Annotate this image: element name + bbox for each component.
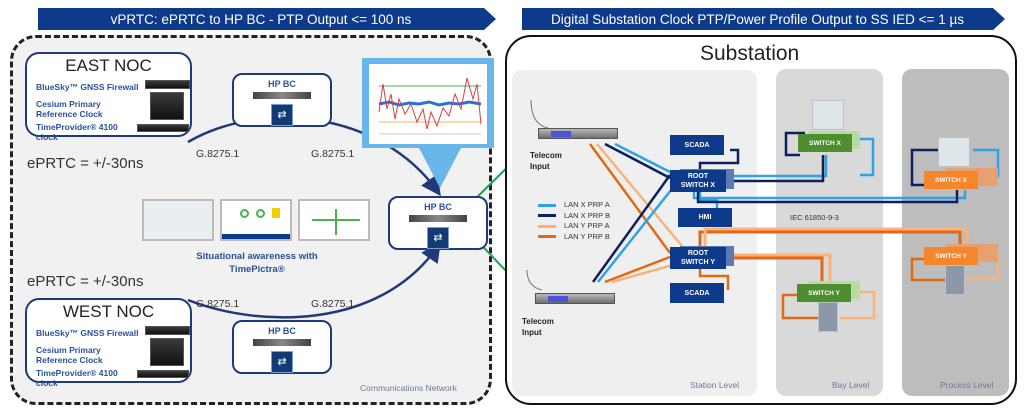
hp-bc-center: HP BC ⇄ [388,196,488,250]
protocol-label: G.8275.1 [311,298,355,310]
process-ied-x-icon [938,137,970,167]
bay-ied-x-icon [812,100,844,130]
west-noc-title: WEST NOC [62,302,155,321]
vprtc-banner: vPRTC: ePRTC to HP BC - PTP Output <= 10… [38,8,496,30]
timepictra-caption-line2: TimePictra® [229,264,285,275]
legend-swatch [538,214,556,218]
legend-item: LAN Y PRP B [538,232,610,243]
bay-level-label: Bay Level [832,380,870,390]
telecom-input-bottom-label: Telecom Input [522,316,554,338]
west-cesium-label: Cesium Primary Reference Clock [36,345,103,365]
hmi-box: HMI [678,208,732,227]
legend-swatch [538,203,556,207]
telecom-unit-bottom [535,293,615,304]
root-switch-x-box: ROOT SWITCH X [670,170,726,192]
east-timeprovider-label: TimeProvider® 4100 clock [36,122,118,142]
substation-title: Substation [700,42,800,65]
bay-ied-y-icon [818,302,838,332]
legend-label: LAN Y PRP A [564,221,610,230]
hp-bc-label: HP BC [268,79,296,89]
banner-arrow-icon [993,8,1005,30]
cesium-device-icon [150,92,184,120]
scada-bottom-box: SCADA [670,283,724,303]
hp-bc-label: HP BC [268,326,296,336]
legend-item: LAN X PRP A [538,200,610,211]
legend-item: LAN Y PRP A [538,221,610,232]
substation-banner: Digital Substation Clock PTP/Power Profi… [522,8,1005,30]
timepictra-dashboard-screen [220,199,292,241]
root-switch-y-box: ROOT SWITCH Y [670,247,726,269]
ptp-offset-chart-thumbnail [369,64,487,144]
telecom-label-line1: Telecom [530,151,562,160]
timepictra-caption-line1: Situational awareness with [196,251,318,262]
timepictra-topology-screen [298,199,370,241]
west-timeprovider-label: TimeProvider® 4100 clock [36,368,118,388]
telecom-label-line1: Telecom [522,317,554,326]
telecom-label-line2: Input [530,162,550,171]
callout-pointer [418,146,462,188]
west-bluesky-label: BlueSky™ GNSS Firewall [36,328,139,338]
switch-icon: ⇄ [271,351,293,373]
hp-bc-label: HP BC [424,202,452,212]
cesium-device-icon [150,338,184,366]
switch-icon: ⇄ [427,227,449,249]
substation-banner-text: Digital Substation Clock PTP/Power Profi… [551,11,964,27]
iec-label: IEC 61850-9-3 [790,213,839,222]
west-noc-box: WEST NOC BlueSky™ GNSS Firewall Cesium P… [25,298,192,388]
root-switch-x-line1: ROOT [687,173,709,180]
legend-swatch [538,235,556,239]
communications-network-label: Communications Network [360,383,457,393]
legend-label: LAN Y PRP B [564,231,610,241]
hp-bc-rack-icon [253,92,311,99]
red-series [378,77,482,130]
timeprovider-device-icon [137,124,189,132]
root-switch-y-line2: SWITCH Y [680,259,716,266]
east-bluesky-label: BlueSky™ GNSS Firewall [36,82,139,92]
process-switch-x-box: SWITCH X [924,171,978,189]
hp-bc-top: HP BC ⇄ [232,73,332,127]
east-noc-title: EAST NOC [65,56,152,75]
lan-legend: LAN X PRP A LAN X PRP B LAN Y PRP A LAN … [538,200,610,242]
eprtc-top-label: ePRTC = +/-30ns [27,155,144,172]
blue-series [378,100,482,107]
protocol-label: G.8275.1 [196,298,240,310]
root-switch-y-line1: ROOT [687,250,709,257]
hp-bc-rack-icon [409,215,467,222]
root-switch-x-line2: SWITCH X [680,182,716,189]
legend-label: LAN X PRP A [564,200,610,209]
switch-icon: ⇄ [271,104,293,126]
hp-bc-bottom: HP BC ⇄ [232,320,332,374]
hp-bc-rack-icon [253,339,311,346]
telecom-label-line2: Input [522,328,542,337]
telecom-input-top-label: Telecom Input [530,150,562,172]
bluesky-device-icon [145,326,190,335]
timepictra-map-screen [142,199,214,241]
legend-swatch [538,224,556,228]
bay-switch-y-box: SWITCH Y [797,284,851,302]
timepictra-caption: Situational awareness with TimePictra® [150,250,364,276]
scada-top-box: SCADA [670,135,724,155]
east-noc-box: EAST NOC BlueSky™ GNSS Firewall Cesium P… [25,52,192,142]
bay-switch-x-box: SWITCH X [798,134,852,152]
process-switch-y-box: SWITCH Y [924,247,978,265]
process-level-label: Process Level [940,380,994,390]
timeprovider-device-icon [137,370,189,378]
protocol-label: G.8275.1 [311,148,355,160]
vprtc-banner-text: vPRTC: ePRTC to HP BC - PTP Output <= 10… [110,11,412,27]
banner-arrow-icon [484,8,496,30]
process-level-zone [902,69,1009,396]
east-cesium-label: Cesium Primary Reference Clock [36,99,103,119]
station-level-label: Station Level [690,380,740,390]
legend-label: LAN X PRP B [564,210,611,220]
legend-item: LAN X PRP B [538,211,610,222]
eprtc-bottom-label: ePRTC = +/-30ns [27,273,144,290]
process-ied-y-icon [945,265,965,295]
protocol-label: G.8275.1 [196,148,240,160]
telecom-unit-top [538,128,618,139]
bluesky-device-icon [145,80,190,89]
